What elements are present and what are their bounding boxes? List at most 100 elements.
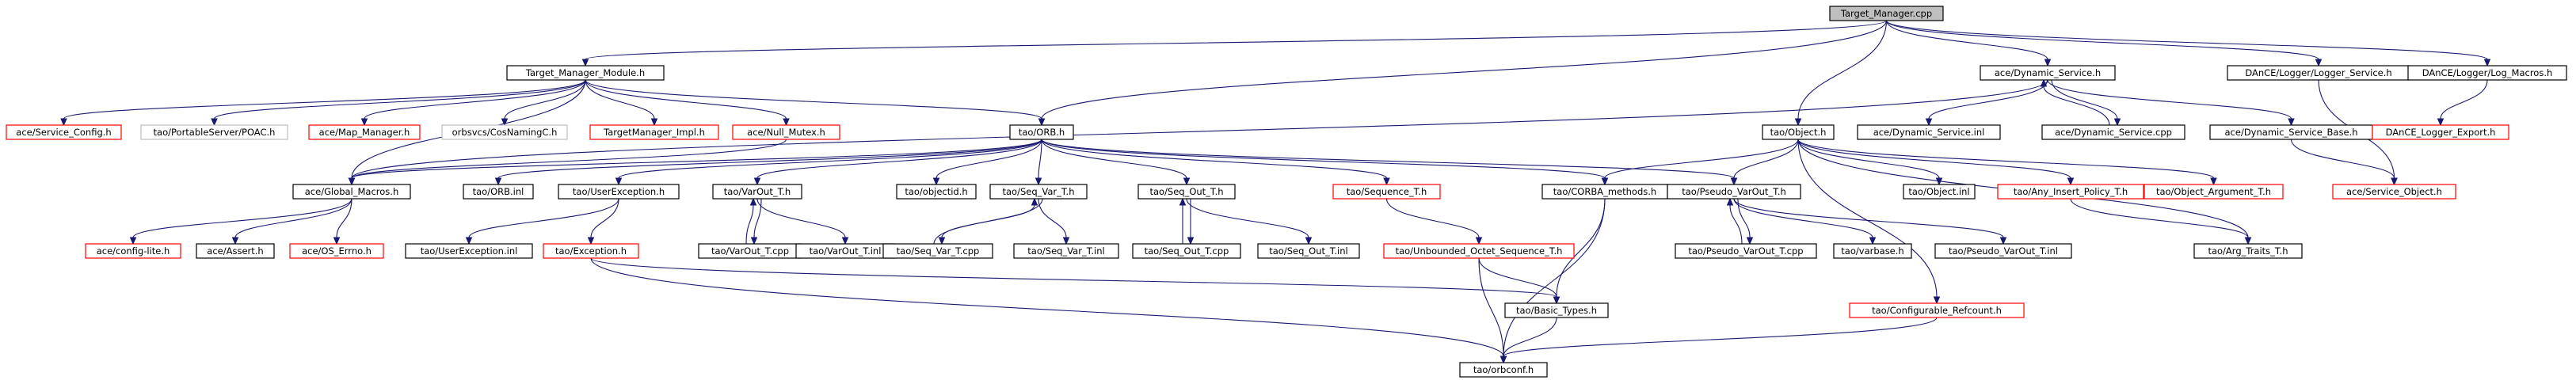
node-pvotcpp[interactable]: tao/Pseudo_VarOut_T.cpp xyxy=(1675,243,1817,259)
node-box xyxy=(1997,184,2144,200)
node-objid[interactable]: tao/objectid.h xyxy=(896,184,977,200)
node-box xyxy=(732,124,840,140)
edge-pvotcpp-to-pvoth xyxy=(1726,197,1743,245)
node-svtinl[interactable]: tao/Seq_Var_T.inl xyxy=(1013,243,1119,259)
node-nullmx[interactable]: ace/Null_Mutex.h xyxy=(732,124,840,140)
edge-root-to-objh xyxy=(1794,20,1888,127)
node-logsvc[interactable]: DAnCE/Logger/Logger_Service.h xyxy=(2227,65,2410,81)
edge-orbh-to-pvoth xyxy=(1041,139,1738,186)
edge-unbo-to-orbconf xyxy=(1478,257,1507,364)
node-tmimpl[interactable]: TargetManager_Impl.h xyxy=(589,124,719,140)
node-oargt[interactable]: tao/Object_Argument_T.h xyxy=(2143,184,2284,200)
node-pvoth[interactable]: tao/Pseudo_VarOut_T.h xyxy=(1667,184,1801,200)
node-box xyxy=(506,65,665,81)
edge-tmm-to-svccfg xyxy=(60,79,586,127)
edge-corba-to-btyp xyxy=(1553,198,1606,305)
node-uexh[interactable]: tao/UserException.h xyxy=(558,184,680,200)
edge-tmm-to-mapmgr xyxy=(360,79,586,127)
node-exch[interactable]: tao/Exception.h xyxy=(543,243,639,259)
node-seqth[interactable]: tao/Sequence_T.h xyxy=(1332,184,1441,200)
node-cosnam[interactable]: orbsvcs/CosNamingC.h xyxy=(441,124,568,140)
edge-voth-to-votinl xyxy=(756,198,849,245)
node-soth[interactable]: tao/Seq_Out_T.h xyxy=(1137,184,1236,200)
node-box xyxy=(2407,65,2567,81)
node-tmm[interactable]: Target_Manager_Module.h xyxy=(506,65,665,81)
node-orbconf[interactable]: tao/orbconf.h xyxy=(1459,362,1548,378)
node-cref[interactable]: tao/Configurable_Refcount.h xyxy=(1849,302,2025,318)
node-svtcpp[interactable]: tao/Seq_Var_T.cpp xyxy=(882,243,993,259)
edge-tmm-to-cosnam xyxy=(501,79,586,127)
node-box xyxy=(1934,243,2072,259)
node-aipt[interactable]: tao/Any_Insert_Policy_T.h xyxy=(1997,184,2144,200)
node-label: tao/VarOut_T.h xyxy=(724,186,791,197)
node-box xyxy=(543,243,639,259)
edge-objh-to-aipt xyxy=(1797,139,2075,186)
node-box xyxy=(558,184,680,200)
edge-tmm-to-tmimpl xyxy=(585,79,658,127)
node-unbo[interactable]: tao/Unbounded_Octet_Sequence_T.h xyxy=(1383,243,1575,259)
node-label: tao/Exception.h xyxy=(555,245,627,257)
node-box xyxy=(1132,243,1241,259)
node-label: tao/varbase.h xyxy=(1841,245,1903,257)
node-label: ace/Dynamic_Service.h xyxy=(1995,67,2101,78)
edge-svtcpp-to-svth xyxy=(933,197,1038,245)
node-dscpp[interactable]: ace/Dynamic_Service.cpp xyxy=(2041,124,2185,140)
edge-root-to-tmm xyxy=(581,20,1888,67)
node-assert[interactable]: ace/Assert.h xyxy=(196,243,275,259)
node-sotcpp[interactable]: tao/Seq_Out_T.cpp xyxy=(1132,243,1241,259)
node-root[interactable]: Target_Manager.cpp xyxy=(1829,6,1944,21)
edge-votcpp-to-voth xyxy=(745,197,757,245)
node-box xyxy=(1257,243,1360,259)
node-orbh[interactable]: tao/ORB.h xyxy=(1009,124,1074,140)
node-uexinl[interactable]: tao/UserException.inl xyxy=(405,243,533,259)
node-box xyxy=(1762,124,1835,140)
node-box xyxy=(2143,184,2284,200)
node-svccfg[interactable]: ace/Service_Config.h xyxy=(6,124,122,140)
node-box xyxy=(589,124,719,140)
node-label: ace/Assert.h xyxy=(207,245,263,257)
node-dsbase[interactable]: ace/Dynamic_Service_Base.h xyxy=(2209,124,2373,140)
edge-objh-to-pvoth xyxy=(1730,139,1799,186)
edge-orbh-to-objid xyxy=(932,139,1042,186)
node-label: ace/Dynamic_Service.cpp xyxy=(2055,127,2172,138)
node-voth[interactable]: tao/VarOut_T.h xyxy=(712,184,802,200)
node-orbinl[interactable]: tao/ORB.inl xyxy=(463,184,534,200)
node-votinl[interactable]: tao/VarOut_T.inl xyxy=(795,243,895,259)
node-box xyxy=(1504,302,1609,318)
node-corba[interactable]: tao/CORBA_methods.h xyxy=(1541,184,1668,200)
node-box xyxy=(196,243,275,259)
node-label: DAnCE/Logger/Log_Macros.h xyxy=(2422,67,2553,78)
edge-soth-to-sotinl xyxy=(1186,198,1313,245)
node-box xyxy=(896,184,977,200)
node-errno[interactable]: ace/OS_Errno.h xyxy=(289,243,384,259)
node-lexp[interactable]: DAnCE_Logger_Export.h xyxy=(2372,124,2509,140)
node-varb[interactable]: tao/varbase.h xyxy=(1833,243,1912,259)
edge-tmm-to-nullmx xyxy=(585,79,790,127)
node-label: ace/OS_Errno.h xyxy=(302,245,372,257)
node-box xyxy=(2041,124,2185,140)
node-box xyxy=(1667,184,1801,200)
node-argt[interactable]: tao/Arg_Traits_T.h xyxy=(2193,243,2303,259)
edge-exch-to-orbconf xyxy=(590,257,1507,364)
node-svth[interactable]: tao/Seq_Var_T.h xyxy=(989,184,1088,200)
node-poac[interactable]: tao/PortableServer/POAC.h xyxy=(140,124,288,140)
node-dsinl[interactable]: ace/Dynamic_Service.inl xyxy=(1857,124,2001,140)
node-objh[interactable]: tao/Object.h xyxy=(1762,124,1835,140)
edge-orbh-to-corba xyxy=(1041,139,1609,186)
node-cfglite[interactable]: ace/config-lite.h xyxy=(85,243,181,259)
node-logmac[interactable]: DAnCE/Logger/Log_Macros.h xyxy=(2407,65,2567,81)
edge-exch-to-btyp xyxy=(590,257,1560,305)
node-mapmgr[interactable]: ace/Map_Manager.h xyxy=(308,124,421,140)
node-box xyxy=(1903,184,1976,200)
node-svcobj[interactable]: ace/Service_Object.h xyxy=(2332,184,2456,200)
edge-seqth-to-unbo xyxy=(1385,198,1483,245)
node-objinl[interactable]: tao/Object.inl xyxy=(1903,184,1976,200)
node-gmac[interactable]: ace/Global_Macros.h xyxy=(292,184,411,200)
edge-root-to-logmac xyxy=(1885,20,2491,67)
node-btyp[interactable]: tao/Basic_Types.h xyxy=(1504,302,1609,318)
node-sotinl[interactable]: tao/Seq_Out_T.inl xyxy=(1257,243,1360,259)
node-votcpp[interactable]: tao/VarOut_T.cpp xyxy=(698,243,802,259)
node-dynsvc[interactable]: ace/Dynamic_Service.h xyxy=(1980,65,2116,81)
node-pvotinl[interactable]: tao/Pseudo_VarOut_T.inl xyxy=(1934,243,2072,259)
edge-corba-to-orbconf xyxy=(1499,198,1606,364)
